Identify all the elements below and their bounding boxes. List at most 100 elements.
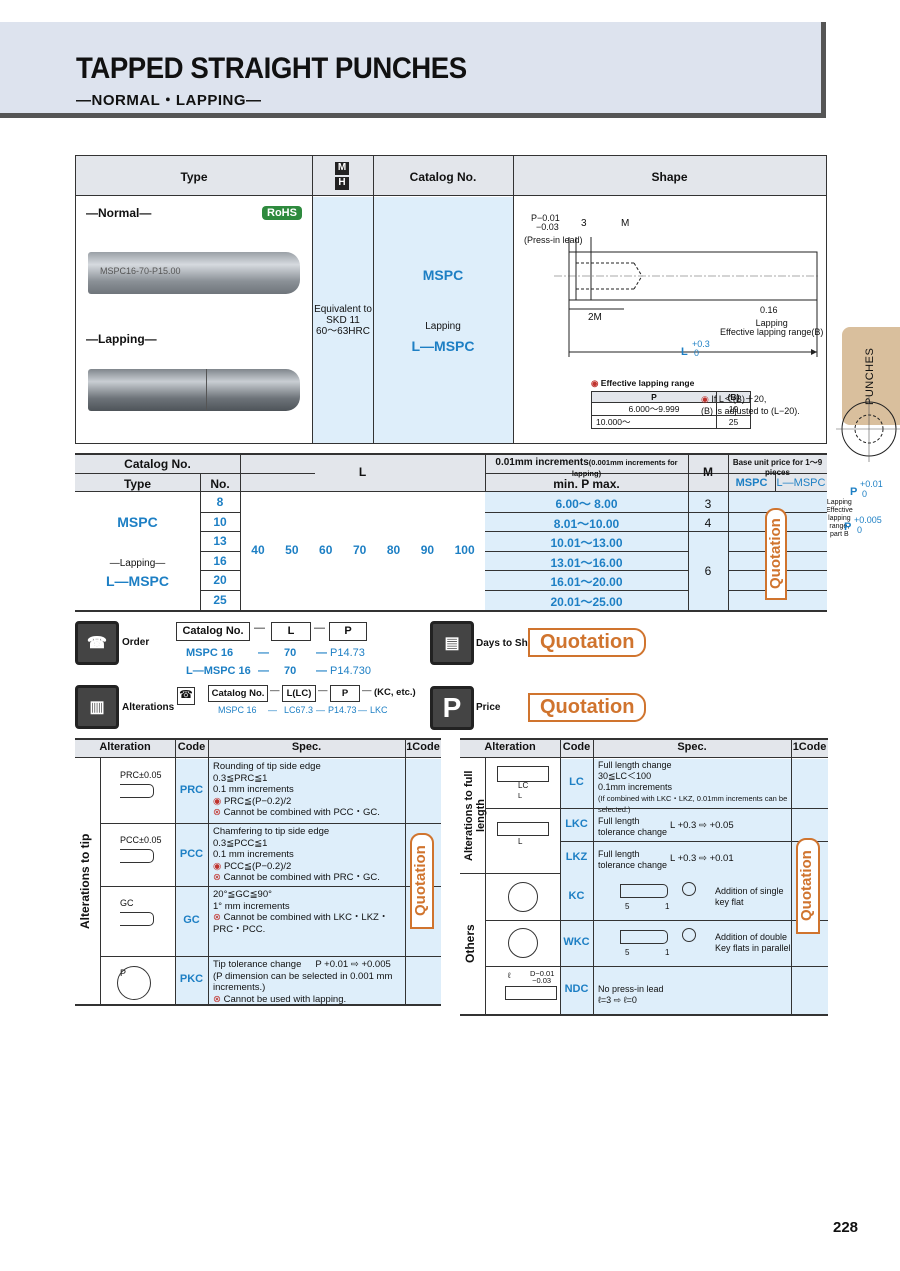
spec-prange: 10.01～13.00 (550, 536, 623, 551)
key-flat-dim: 1 (665, 902, 670, 911)
right-h-alt: Alteration (484, 741, 536, 753)
spec-prange: 8.01～10.00 (553, 516, 620, 531)
L-value: 80 (386, 543, 401, 557)
left-diagram-shape (120, 784, 154, 798)
spec-table: Catalog No. Type No. L 0.01mm increments… (75, 453, 827, 612)
order-dash: — (314, 622, 325, 634)
key-flat-diagram (620, 930, 668, 944)
right-diagram-rod (497, 822, 549, 836)
price-icon: P (430, 686, 474, 730)
page-title: TAPPED STRAIGHT PUNCHES (76, 52, 467, 85)
catalog-mspc: MSPC (422, 267, 464, 283)
days-quotation: Quotation (528, 628, 647, 657)
left-spec: 20°≦GC≦90°1° mm increments⊗ Cannot be co… (213, 889, 389, 935)
key-flat-dim: 5 (625, 902, 630, 911)
spec-h-M: M (703, 465, 713, 479)
alterations-icon: ▥ (75, 685, 119, 729)
spec-h-no: No. (210, 477, 230, 491)
L-value: 70 (352, 543, 367, 557)
lap-table-title: ◉ Effective lapping range (591, 378, 695, 388)
key-flat-end-circle (682, 928, 696, 942)
effective-lapping-label: Lapping Effective lapping range(B) (720, 318, 824, 337)
col-type-header: Type (180, 170, 208, 184)
order-h-catalog: Catalog No. (176, 622, 250, 641)
L-value: 40 (251, 543, 265, 557)
phone-order-icon: ☎ (75, 621, 119, 665)
spec-prange: 6.00～ 8.00 (555, 497, 618, 511)
left-diagram-shape (120, 912, 154, 926)
left-code: PRC (179, 783, 204, 796)
rohs-badge: RoHS (262, 206, 302, 220)
dim-M: M (621, 218, 630, 229)
right-diagram-circle (508, 882, 538, 912)
spec-prange: 13.01～16.00 (550, 555, 623, 570)
truck-icon: ▤ (430, 621, 474, 665)
lapping-label: —Lapping— (86, 332, 157, 346)
key-flat-dim: 5 (625, 948, 630, 957)
key-flat-dim: 1 (665, 948, 670, 957)
order-h-P: P (329, 622, 367, 641)
alter-header: Catalog No. — L(LC) — P — (KC, etc.) (208, 685, 418, 702)
mh-h: H (335, 177, 349, 190)
spec-h-catalog: Catalog No. (124, 457, 191, 471)
left-diagram-label: GC (120, 898, 134, 908)
right-h-1code: 1Code (792, 741, 827, 753)
spec-no: 20 (213, 573, 227, 588)
key-flat-diagram (620, 884, 668, 898)
group-full-length: Alterations to full length (463, 770, 487, 861)
left-diagram-shape (117, 966, 151, 1000)
spec-no: 8 (216, 495, 224, 509)
spec-no: 25 (213, 593, 227, 607)
P2-tol-up: +0.005 (854, 515, 882, 525)
press-in-lead-label: (Press-in lead) (524, 235, 583, 245)
L-label: L (681, 346, 688, 358)
group-alterations-tip: Alterations to tip (78, 833, 92, 929)
L-tol-up: +0.3 (692, 339, 710, 349)
spec-no: 13 (213, 534, 227, 549)
roughness-016: 0.16 (760, 305, 778, 315)
spec-quotation-tag: Quotation (765, 508, 787, 600)
P-tol-up: +0.01 (860, 479, 883, 489)
spec-h-lmspc: L—MSPC (776, 477, 826, 489)
L-value: 60 (319, 543, 333, 557)
right-diagram-label: L (518, 791, 523, 800)
order-dash: — (254, 622, 265, 634)
right-code: WKC (563, 936, 590, 948)
P2-label: P (844, 521, 852, 533)
L-value: 90 (420, 543, 435, 557)
right-diagram-label: LC (518, 781, 529, 790)
left-quotation-tag: Quotation (410, 833, 434, 929)
header-band: TAPPED STRAIGHT PUNCHES —NORMAL・LAPPING— (0, 22, 826, 118)
right-diagram-circle (508, 928, 538, 958)
order-h-L: L (271, 622, 311, 641)
left-diagram-label: PRC±0.05 (120, 770, 162, 780)
spec-type-mspc: MSPC (117, 514, 158, 530)
L-tol-dn: 0 (694, 348, 700, 358)
spec-prange: 16.01～20.00 (550, 575, 623, 590)
lapping-part-b: Lapping Effective lapping range, part B (826, 499, 853, 538)
spec-h-L: L (358, 465, 367, 479)
right-diagram-rod (505, 986, 557, 1000)
M-value: 6 (704, 564, 712, 578)
left-h-1code: 1Code (406, 741, 440, 753)
right-code: NDC (564, 983, 589, 995)
dim-3: 3 (581, 218, 587, 229)
lap-cell: 6.000～9.999 (591, 402, 717, 416)
spec-h-mspc: MSPC (735, 477, 768, 489)
col-shape-header: Shape (651, 170, 688, 184)
right-spec: No press-in leadℓ=3 ⇨ ℓ=0 (598, 984, 664, 1005)
price-quotation: Quotation (528, 693, 647, 722)
lap-h-P: P (591, 391, 717, 403)
dim-2M: 2M (588, 312, 602, 323)
price-label: Price (476, 702, 501, 713)
spec-h-pmax: min. P max. (553, 477, 620, 491)
normal-label: —Normal— (86, 206, 152, 220)
product-table: Type M H Catalog No. Shape —Normal— RoHS… (75, 155, 900, 538)
